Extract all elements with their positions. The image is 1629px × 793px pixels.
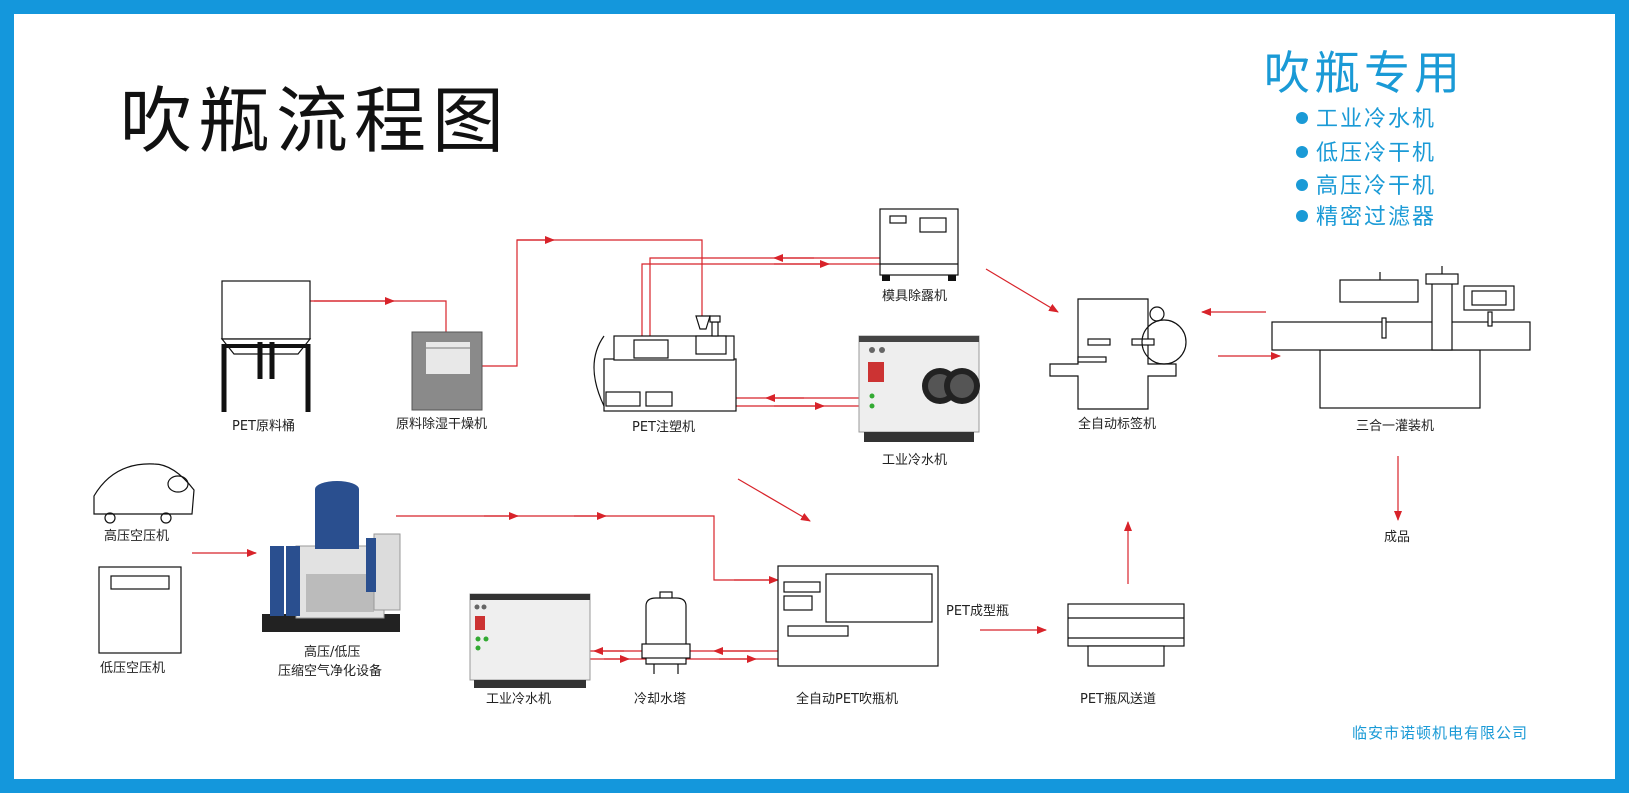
- blow-molder-illustration: [777, 565, 939, 667]
- node-label-lp-compressor: 低压空压机: [100, 661, 165, 676]
- node-label-hp-compressor: 高压空压机: [104, 528, 169, 544]
- bullet-icon: [1296, 112, 1308, 124]
- side-panel-item: 精密过滤器: [1316, 205, 1436, 230]
- node-label-injection: PET注塑机: [632, 420, 695, 435]
- pet-bucket-illustration: [220, 280, 312, 412]
- mold-dehumidifier-illustration: [879, 208, 959, 281]
- diagram-canvas: 吹瓶流程图 吹瓶专用 工业冷水机 低压冷干机 高压冷干机 精密过滤器: [14, 14, 1615, 779]
- connection-lines: [192, 236, 1402, 663]
- bullet-icon: [1296, 179, 1308, 191]
- hp-compressor-illustration: [93, 463, 195, 524]
- bullet-icon: [1296, 146, 1308, 158]
- chiller-bottom-illustration: [469, 593, 591, 688]
- side-panel-item: 高压冷干机: [1316, 174, 1436, 199]
- node-label-air-purifier-line1: 高压/低压: [304, 644, 360, 660]
- bullet-icon: [1296, 210, 1308, 222]
- cooling-tower-illustration: [641, 591, 691, 674]
- node-label-cooling-tower: 冷却水塔: [634, 692, 686, 707]
- node-label-filler: 三合一灌装机: [1356, 419, 1434, 434]
- injection-machine-illustration: [593, 315, 737, 412]
- node-label-air-purifier-line2: 压缩空气净化设备: [278, 663, 382, 679]
- node-label-mold-dehumidifier: 模具除露机: [882, 289, 947, 304]
- side-panel-item: 低压冷干机: [1316, 141, 1436, 166]
- air-conveyor-illustration: [1067, 603, 1185, 667]
- node-label-product: 成品: [1384, 530, 1410, 545]
- node-label-chiller-bottom: 工业冷水机: [486, 692, 551, 707]
- node-label-formed-bottle: PET成型瓶: [946, 604, 1009, 619]
- labeler-illustration: [1049, 298, 1187, 410]
- node-label-pet-bucket: PET原料桶: [232, 419, 295, 434]
- node-label-air-conveyor: PET瓶风送道: [1080, 692, 1156, 707]
- node-label-chiller-top: 工业冷水机: [882, 453, 947, 468]
- side-panel-item: 工业冷水机: [1316, 107, 1436, 132]
- diagram-title: 吹瓶流程图: [120, 79, 510, 163]
- chiller-top-illustration: [858, 335, 980, 442]
- side-panel-heading: 吹瓶专用: [1264, 46, 1464, 100]
- node-label-blow-molder: 全自动PET吹瓶机: [796, 691, 898, 707]
- side-panel: 吹瓶专用 工业冷水机 低压冷干机 高压冷干机 精密过滤器: [1264, 46, 1464, 230]
- lp-compressor-illustration: [98, 566, 182, 654]
- node-label-dryer: 原料除湿干燥机: [396, 417, 487, 432]
- dryer-illustration: [411, 331, 483, 411]
- filler-illustration: [1271, 266, 1531, 409]
- air-purifier-illustration: [262, 481, 401, 632]
- company-name: 临安市诺顿机电有限公司: [1352, 724, 1528, 742]
- node-label-labeler: 全自动标签机: [1078, 416, 1156, 432]
